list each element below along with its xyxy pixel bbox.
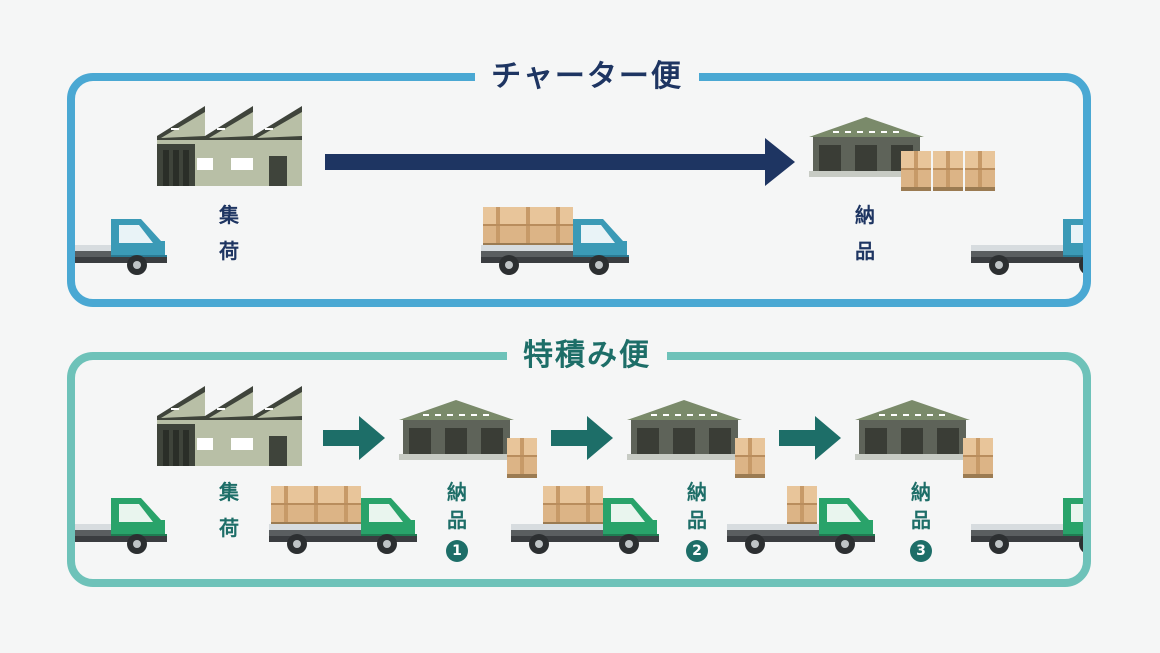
warehouse-icon [627,400,742,460]
charter-content: 集 荷 納 品 [75,81,1083,299]
truck-icon [269,494,419,556]
step-badge: 1 [446,540,468,562]
truck-icon [75,494,169,556]
truck-icon [727,494,877,556]
arrow-icon [779,416,841,460]
charter-title: チャーター便 [75,51,1099,95]
truck-icon [511,494,661,556]
arrow-icon [323,416,385,460]
charter-panel: 集 荷 納 品 チャーター便 [67,59,1091,307]
consolidated-panel: 集 荷 納 品 1 納 品 2 納 品 3 特積み便 [67,338,1091,587]
cargo-boxes-icon [901,151,931,191]
factory-icon [157,386,302,466]
cargo-boxes-icon [933,151,963,191]
truck-icon [971,215,1083,277]
warehouse-icon [399,400,514,460]
step-badge: 3 [910,540,932,562]
truck-icon [971,494,1083,556]
arrow-icon [551,416,613,460]
cargo-boxes-icon [963,438,993,478]
delivery-label-2: 納 品 2 [677,482,717,562]
factory-icon [157,106,302,186]
pickup-label: 集 荷 [219,480,239,540]
step-badge: 2 [686,540,708,562]
truck-icon [481,215,631,277]
pickup-label: 集 荷 [219,203,239,263]
delivery-label-1: 納 品 1 [437,482,477,562]
consolidated-content: 集 荷 納 品 1 納 品 2 納 品 3 [75,360,1083,579]
truck-icon [75,215,169,277]
cargo-boxes-icon [965,151,995,191]
delivery-label: 納 品 [855,203,875,263]
long-arrow-icon [325,138,795,186]
warehouse-icon [855,400,970,460]
consolidated-title: 特積み便 [75,330,1099,374]
cargo-boxes-icon [507,438,537,478]
delivery-label-3: 納 品 3 [901,482,941,562]
cargo-boxes-icon [735,438,765,478]
